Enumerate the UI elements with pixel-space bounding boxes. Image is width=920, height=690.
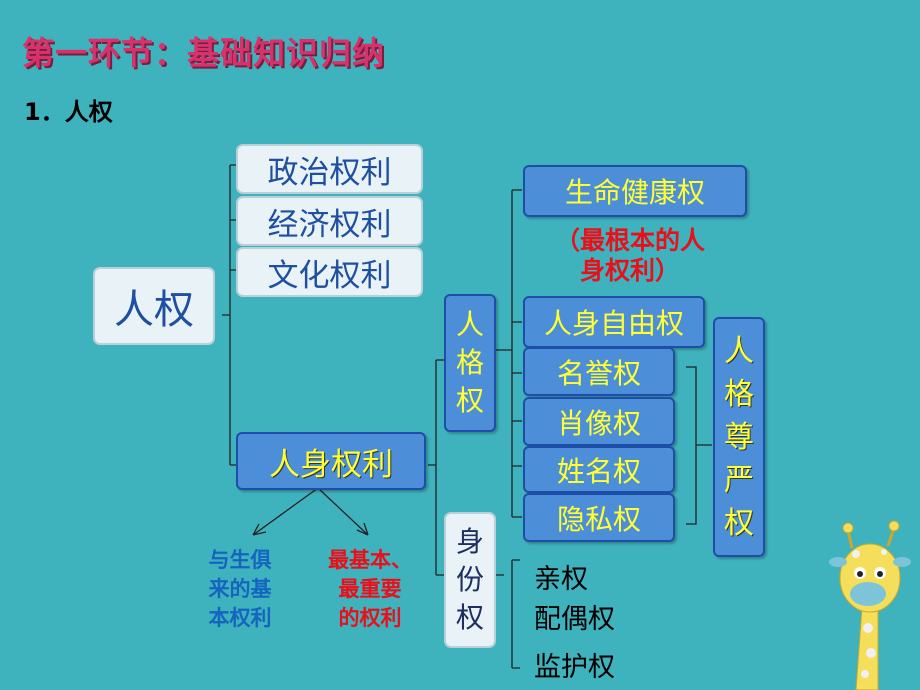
note-line: 身权利） [579, 256, 680, 285]
item-label: 名誉权 [556, 356, 641, 390]
arrow-left [252, 487, 319, 536]
right-box-cultural: 文化权利 [236, 247, 423, 297]
item-label: 人身自由权 [543, 307, 684, 340]
item-name: 姓名权 [523, 446, 675, 493]
giraffe-illustration [829, 520, 911, 690]
dignity-box: 人 格 尊 严 权 [713, 317, 765, 557]
right-box-political: 政治权利 [236, 144, 423, 194]
vertical-char: 身 [455, 525, 484, 558]
right-label: 政治权利 [267, 154, 392, 191]
personal-rights-box: 人身权利 [236, 432, 426, 490]
note-line: 的权利 [338, 606, 402, 630]
vertical-char: 格 [724, 376, 754, 412]
personal-rights-label: 人身权利 [269, 446, 393, 483]
item-reputation: 名誉权 [523, 347, 675, 396]
dignity-bracket [686, 366, 712, 525]
slide-title: 第一环节：基础知识归纳 [22, 34, 386, 72]
item-personal-freedom: 人身自由权 [523, 296, 705, 348]
note-line: 与生俱 [208, 548, 272, 572]
life-health-note: （最根本的人 身权利） [530, 226, 730, 286]
vertical-char: 尊 [724, 419, 754, 455]
note-line: 本权利 [208, 606, 272, 630]
item-life-health: 生命健康权 [523, 165, 747, 217]
vertical-char: 人 [455, 308, 484, 341]
vertical-char: 权 [455, 384, 484, 417]
vertical-char: 严 [724, 462, 754, 498]
root-box: 人权 [93, 267, 215, 345]
note-most-basic: 最基本、 最重要 的权利 [318, 546, 422, 633]
right-label: 文化权利 [267, 257, 392, 294]
note-line: 最基本、 [328, 548, 412, 572]
vertical-char: 权 [724, 505, 754, 541]
giraffe-icon [829, 520, 911, 690]
identity-item-guardianship: 监护权 [534, 652, 615, 683]
arrow-right [317, 487, 369, 536]
item-label: 姓名权 [556, 454, 641, 488]
vertical-char: 人 [724, 333, 754, 369]
root-label: 人权 [114, 287, 194, 333]
right-label: 经济权利 [267, 206, 392, 243]
identity-right-box: 身 份 权 [444, 512, 496, 648]
personal-bracket [428, 359, 444, 576]
note-line: （最根本的人 [554, 226, 705, 255]
item-label: 生命健康权 [564, 176, 705, 209]
section-heading: 1．人权 [24, 98, 113, 126]
personality-right-box: 人 格 权 [444, 294, 496, 432]
item-label: 肖像权 [556, 406, 641, 440]
identity-item-spousal: 配偶权 [534, 604, 615, 635]
note-innate: 与生俱 来的基 本权利 [196, 546, 284, 633]
item-privacy: 隐私权 [523, 493, 675, 542]
identity-bracket [496, 559, 520, 669]
note-line: 来的基 [208, 577, 272, 601]
root-bracket [222, 164, 236, 466]
vertical-char: 格 [455, 346, 484, 379]
vertical-char: 权 [455, 601, 484, 634]
note-line: 最重要 [338, 577, 402, 601]
item-label: 隐私权 [556, 502, 641, 536]
personality-bracket [496, 189, 522, 518]
item-portrait: 肖像权 [523, 397, 675, 446]
right-box-economic: 经济权利 [236, 196, 423, 246]
identity-item-parental: 亲权 [534, 564, 588, 595]
vertical-char: 份 [455, 563, 484, 596]
